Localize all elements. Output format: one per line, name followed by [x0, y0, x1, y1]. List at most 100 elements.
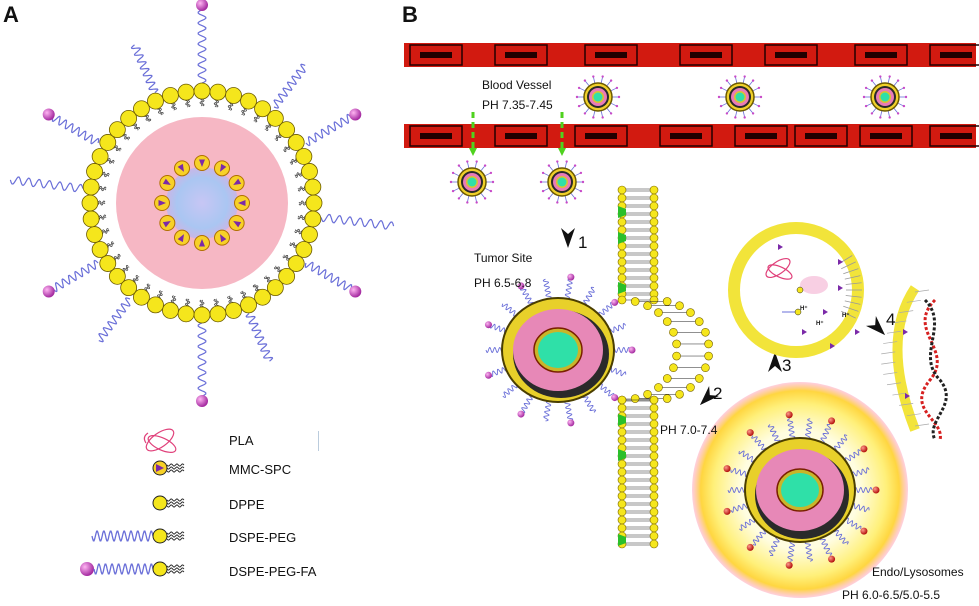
drug-molecule	[838, 285, 843, 291]
endothelial-nucleus	[870, 133, 902, 139]
endothelial-cell	[859, 125, 913, 147]
lipid-head	[301, 163, 318, 180]
lipid-head	[120, 109, 138, 127]
lipid-head	[675, 389, 684, 399]
lipid-head	[193, 306, 211, 324]
lipid-head	[649, 257, 659, 267]
lipid-head	[305, 194, 323, 212]
lipid-head	[86, 226, 103, 243]
endothelial-nucleus	[670, 133, 702, 139]
lipid-head	[704, 339, 713, 349]
endothelial-nucleus	[775, 52, 807, 58]
peg-chain	[304, 261, 353, 291]
folate-receptor	[618, 232, 626, 244]
mmc-drug-triangle	[233, 178, 242, 185]
lipid-head	[617, 427, 627, 437]
lipid-head	[91, 148, 109, 165]
lipid-head	[654, 383, 663, 392]
lipid-head	[649, 395, 659, 405]
lipid-head	[675, 301, 684, 311]
lipid-head	[82, 178, 100, 196]
panel-b-label: B	[402, 2, 418, 27]
lipid-head	[649, 451, 659, 461]
folate-receptor	[618, 414, 626, 426]
lipid-head	[649, 403, 659, 413]
membrane-ph-label: PH 7.0-7.4	[660, 423, 718, 437]
lipid-head	[649, 531, 659, 541]
nanoparticle-extravasated	[539, 160, 585, 204]
endothelial-nucleus	[595, 52, 627, 58]
lipid-head	[649, 515, 659, 525]
lipid-head	[649, 241, 659, 251]
lipid-head	[209, 305, 227, 323]
proton-label: H⁺	[800, 306, 808, 312]
drug-molecule	[855, 329, 860, 335]
step-number-2: 2	[713, 384, 723, 403]
lipid-head	[301, 226, 318, 243]
lipid-head	[686, 308, 695, 317]
lipid-head	[617, 265, 627, 275]
lipid-head	[649, 185, 659, 195]
lipid-head	[254, 288, 271, 306]
lipid-head	[649, 483, 659, 493]
endo-ph-label: PH 6.0-6.5/5.0-5.5	[842, 588, 941, 602]
endosome	[692, 382, 908, 598]
mmc-drug-triangle	[177, 163, 184, 172]
lipid-head	[643, 389, 652, 399]
folate-receptor	[618, 449, 626, 461]
lipid-head	[209, 83, 227, 101]
lipid-head	[649, 419, 659, 429]
peg-chain	[98, 297, 131, 343]
blood-vessel	[404, 43, 979, 148]
lipid-head	[686, 383, 695, 392]
lipid-head	[266, 279, 284, 297]
endothelial-cell	[409, 125, 463, 147]
endothelial-cell	[584, 44, 638, 66]
endothelial-cell	[794, 125, 848, 147]
lipid-head	[120, 279, 138, 297]
lipid-head	[649, 427, 659, 437]
peg-chain	[305, 113, 352, 147]
lipid-head	[287, 255, 305, 272]
folate-receptor	[618, 282, 626, 294]
lipid-head	[304, 210, 322, 228]
endothelial-cell	[929, 44, 979, 66]
drug-molecule	[802, 329, 807, 335]
lipid-head	[649, 443, 659, 453]
lipid-head	[694, 317, 704, 326]
proton-label: H⁺	[842, 313, 850, 319]
proton-label: H⁺	[816, 321, 824, 327]
lipid-head	[649, 209, 659, 219]
folate-bead	[349, 285, 362, 298]
endothelial-nucleus	[865, 52, 897, 58]
folate-bead	[196, 395, 208, 407]
drug-molecule	[823, 309, 828, 315]
mmc-drug-triangle	[162, 220, 171, 228]
lipid-head	[701, 327, 710, 337]
nanoparticle-in-vessel	[717, 75, 763, 119]
drug-molecule	[838, 259, 843, 265]
lipid-head	[704, 351, 713, 361]
lipid-head	[617, 257, 627, 267]
dspe-peg-fa-icon	[80, 561, 185, 577]
lipid-head	[669, 327, 678, 337]
lipid-head	[617, 273, 627, 283]
lipid-head	[287, 134, 305, 151]
lipid-head	[617, 249, 627, 259]
lipid-head	[672, 339, 681, 349]
folate-receptor	[618, 206, 626, 218]
lipid-head	[649, 295, 659, 305]
lipid-head	[82, 210, 100, 228]
lipid-head	[304, 178, 322, 196]
endothelial-nucleus	[745, 133, 777, 139]
endothelial-cell	[659, 125, 713, 147]
mmc-drug-triangle	[162, 178, 171, 186]
endothelial-cell	[929, 125, 979, 147]
lipid-head	[649, 467, 659, 477]
lipid-head	[617, 295, 627, 305]
lipid-head	[669, 363, 678, 373]
extravasation-arrow	[469, 112, 477, 156]
lipid-head	[630, 394, 640, 403]
